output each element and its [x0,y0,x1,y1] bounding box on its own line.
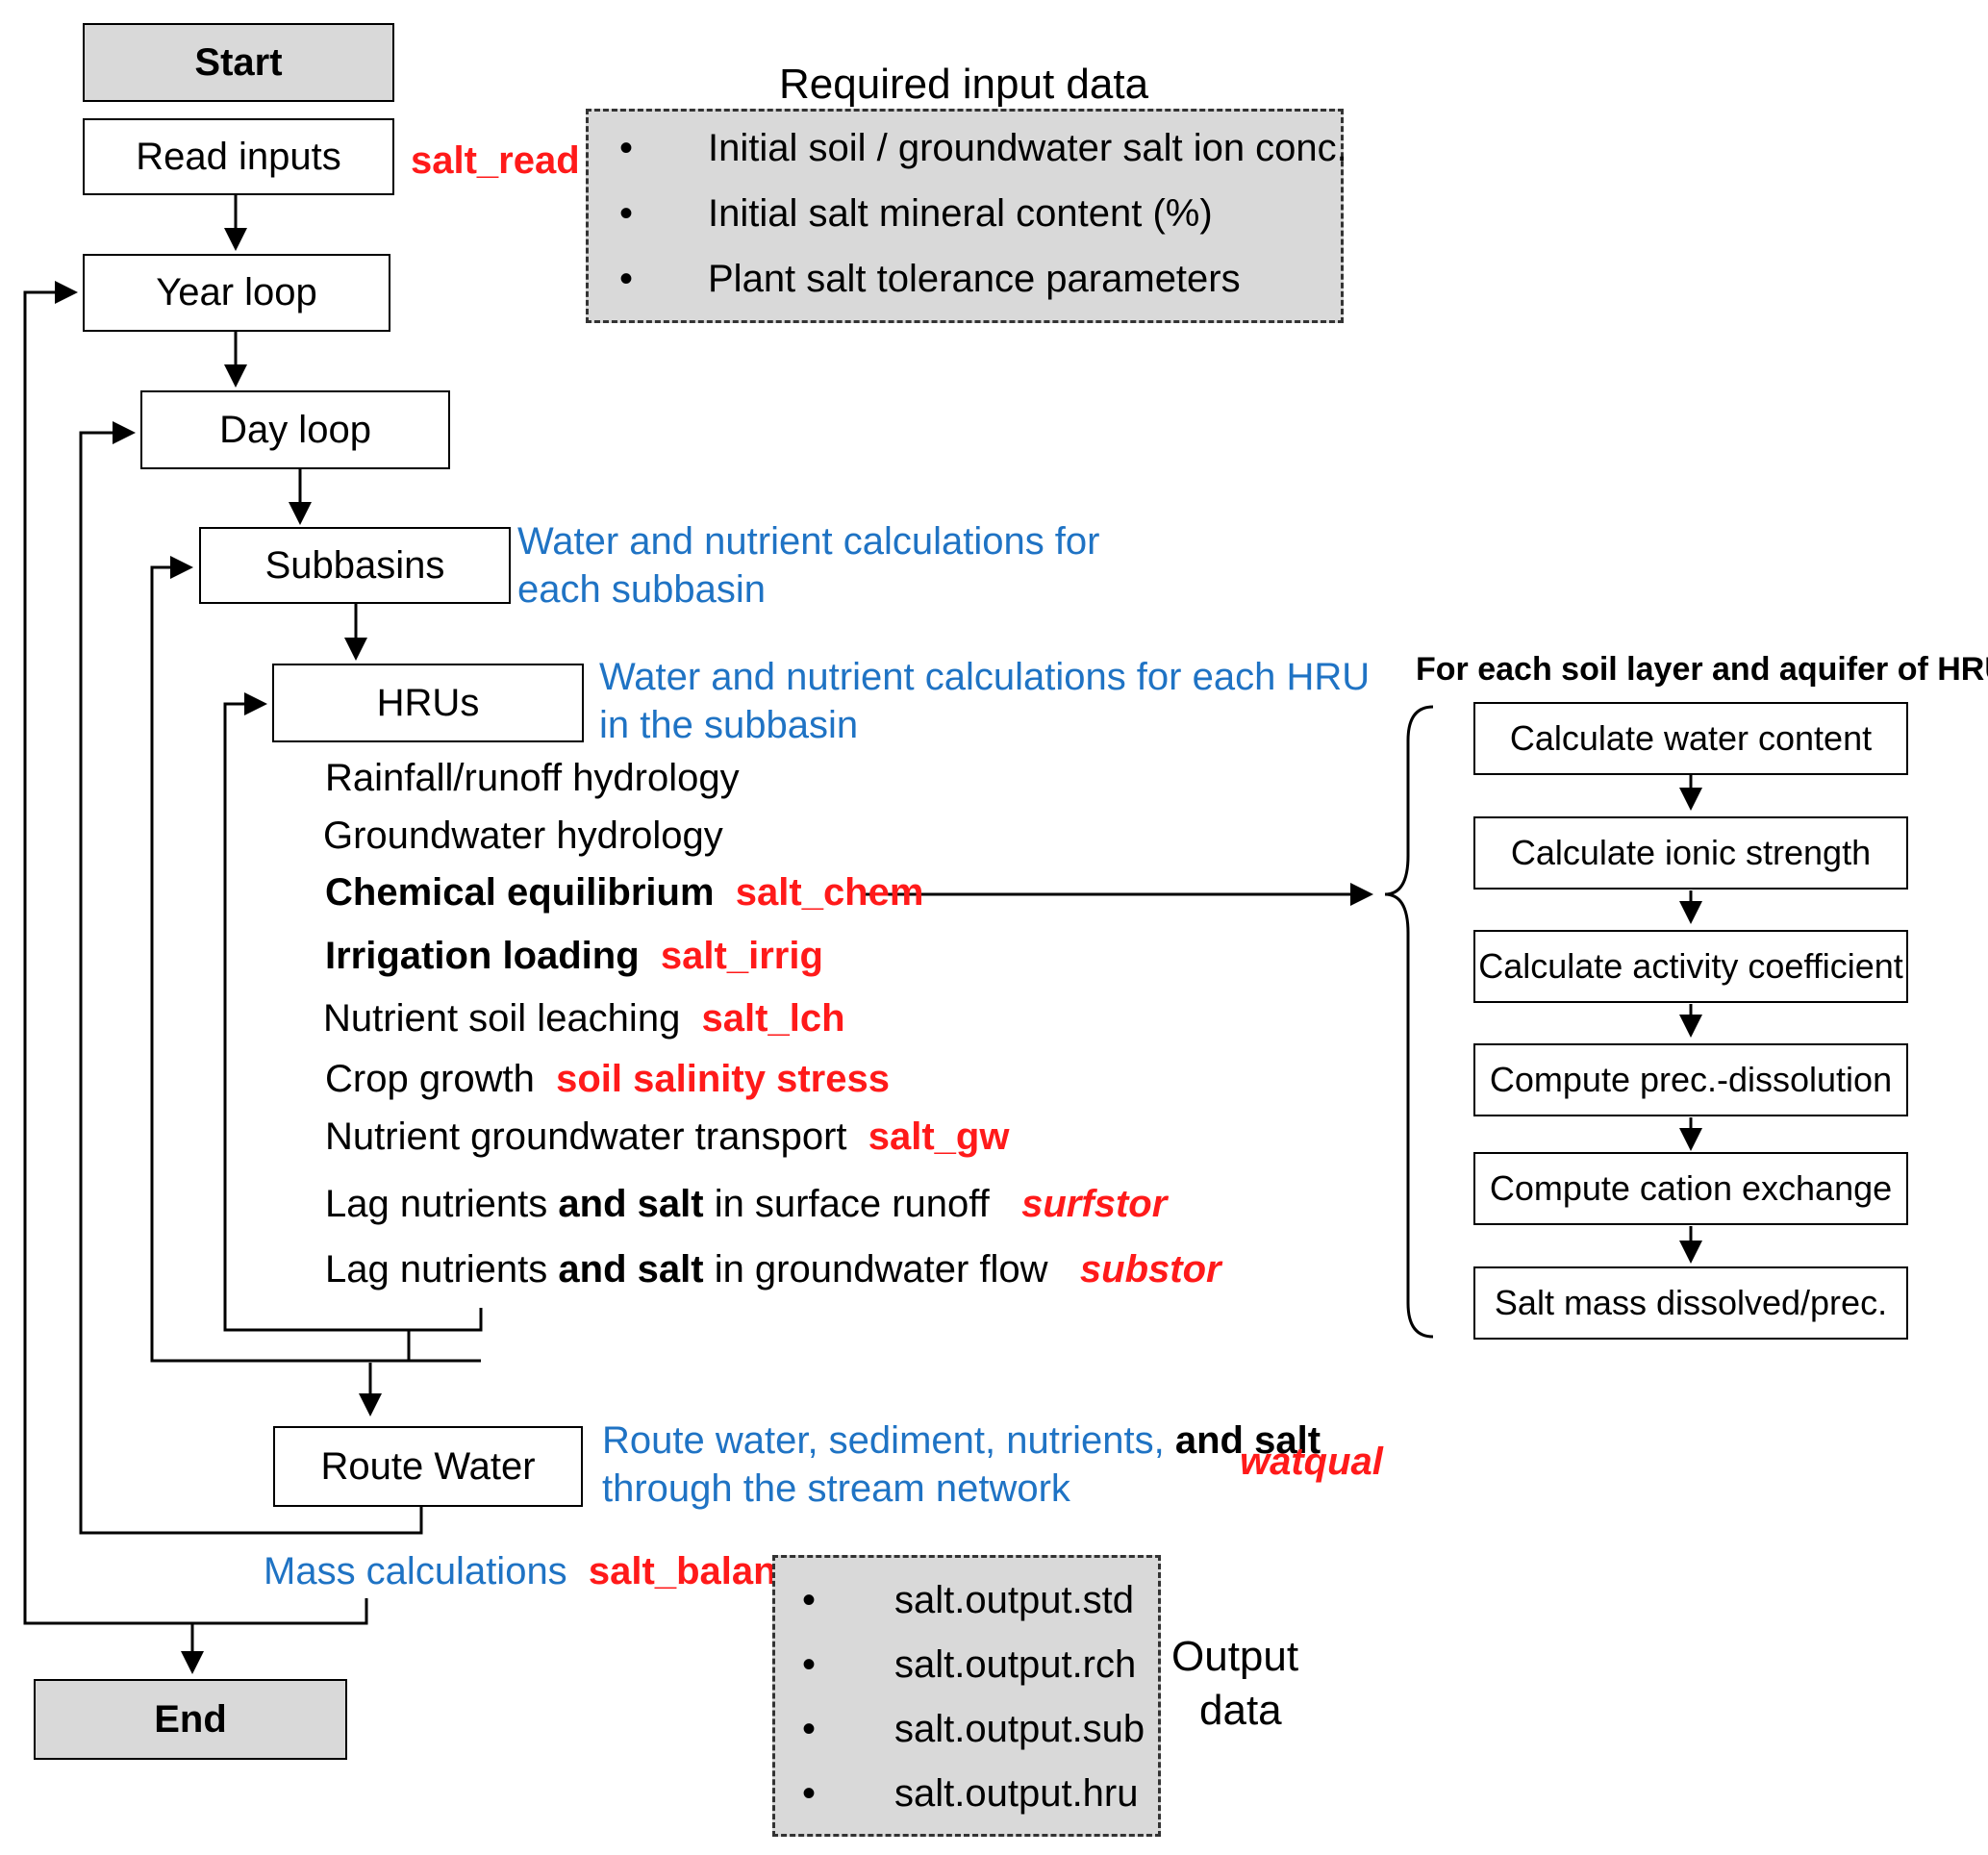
lag1-text-b: and salt [558,1183,704,1225]
year-loop-line [23,281,368,1625]
route-desc-line1: Route water, sediment, nutrients, and sa… [602,1417,1321,1464]
subbasins-desc-line1: Water and nutrient calculations for [517,520,1100,563]
output-item: salt.output.std [894,1579,1135,1621]
salt-read-code: salt_read [411,139,580,182]
end-box: End [34,1679,347,1760]
process-rainfall: Rainfall/runoff hydrology [325,757,740,799]
input-data-title: Required input data [779,61,1149,108]
hru-loop-line [223,692,483,1332]
leach-label: Nutrient soil leaching [323,997,681,1040]
day-loop-line [79,421,423,1535]
lag2-text-c: in groundwater flow [714,1248,1048,1291]
chem-code: salt_chem [735,871,924,914]
year-loop-label: Year loop [156,271,317,313]
hrus-label: HRUs [376,681,480,724]
subbasins-box: Subbasins [199,527,511,604]
output-data-title-line2: data [1199,1687,1282,1734]
irrig-code: salt_irrig [660,935,823,977]
hrus-box: HRUs [272,664,584,742]
lag1-text-c: in surface runoff [714,1183,990,1225]
lag1-code: surfstor [1021,1183,1168,1225]
input-bullet: • [619,127,634,169]
lag2-text-a: Lag nutrients [325,1248,548,1291]
output-bullet: • [802,1772,817,1815]
curly-brace [1384,705,1434,1339]
process-soil-leaching: Nutrient soil leaching salt_lch [323,995,845,1041]
subbasins-desc-line2: each subbasin [517,568,766,611]
output-bullet: • [802,1579,817,1621]
day-loop-box: Day loop [140,390,450,469]
gw-label: Nutrient groundwater transport [325,1116,847,1158]
mass-calculations: Mass calculations salt_balance [264,1548,819,1594]
hrus-desc-line1: Water and nutrient calculations for each… [599,656,1371,698]
soil-step-ionic-strength: Calculate ionic strength [1473,816,1908,890]
soil-layer-heading-text: For each soil layer and aquifer of HRU [1416,651,1988,688]
hrus-desc-line2: in the subbasin [599,704,859,746]
output-data-panel: • salt.output.std • salt.output.rch • sa… [772,1555,1161,1837]
input-item: Initial salt mineral content (%) [708,192,1213,235]
read-inputs-box: Read inputs [83,118,394,195]
start-label: Start [194,40,283,84]
input-item: Plant salt tolerance parameters [708,258,1241,300]
start-box: Start [83,23,394,102]
output-item: salt.output.hru [894,1772,1139,1815]
route-desc-black: and salt [1174,1419,1321,1462]
read-inputs-label: Read inputs [136,135,341,178]
input-data-panel: • Initial soil / groundwater salt ion co… [586,109,1347,323]
soil-layer-heading: For each soil layer and aquifer of HRU j [1416,650,1988,689]
gw-code: salt_gw [868,1116,1010,1158]
day-loop-label: Day loop [219,408,371,451]
output-item: salt.output.sub [894,1708,1145,1750]
process-lag-groundwater: Lag nutrients and salt in groundwater fl… [325,1246,1221,1292]
output-data-title-line1: Output [1171,1633,1299,1680]
chem-label: Chemical equilibrium [325,871,715,914]
process-lag-surface: Lag nutrients and salt in surface runoff… [325,1181,1167,1227]
soil-step-water-content: Calculate water content [1473,702,1908,775]
output-bullet: • [802,1708,817,1750]
process-groundwater: Groundwater hydrology [323,815,723,857]
process-irrigation-loading: Irrigation loading salt_irrig [325,933,823,979]
subbasins-label: Subbasins [264,543,445,587]
output-item: salt.output.rch [894,1643,1137,1686]
crop-label: Crop growth [325,1058,535,1100]
soil-step-cation-exchange: Compute cation exchange [1473,1152,1908,1225]
mass-calc-label: Mass calculations [264,1550,567,1592]
output-bullet: • [802,1643,817,1686]
lag2-text-b: and salt [558,1248,704,1291]
soil-step-salt-mass: Salt mass dissolved/prec. [1473,1266,1908,1340]
input-item: Initial soil / groundwater salt ion conc… [708,127,1347,169]
process-gw-transport: Nutrient groundwater transport salt_gw [325,1114,1009,1160]
lag2-code: substor [1079,1248,1221,1291]
soil-step-activity-coefficient: Calculate activity coefficient [1473,930,1908,1003]
route-desc-blue: Route water, sediment, nutrients, [602,1419,1165,1462]
leach-code: salt_lch [701,997,845,1040]
lag1-text-a: Lag nutrients [325,1183,548,1225]
irrig-label: Irrigation loading [325,935,640,977]
route-desc-line2: through the stream network [602,1467,1070,1510]
crop-code: soil salinity stress [556,1058,890,1100]
process-chemical-equilibrium: Chemical equilibrium salt_chem [325,869,923,915]
watqual-code: watqual [1240,1441,1383,1483]
soil-step-prec-dissolution: Compute prec.-dissolution [1473,1043,1908,1116]
year-loop-box: Year loop [83,254,390,332]
input-bullet: • [619,192,634,235]
input-bullet: • [619,258,634,300]
route-water-box: Route Water [273,1426,583,1507]
end-label: End [154,1697,227,1741]
route-water-label: Route Water [320,1444,536,1488]
process-crop-growth: Crop growth soil salinity stress [325,1056,890,1102]
